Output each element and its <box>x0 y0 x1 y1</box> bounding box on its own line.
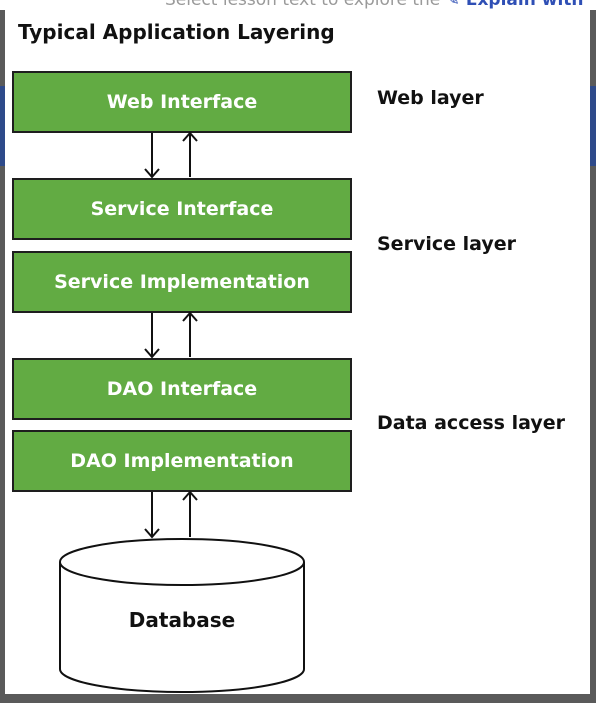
background-text: Select lesson text to explore the ✎ Expl… <box>165 0 584 10</box>
up-arrow-icon <box>182 131 198 177</box>
connector-arrows <box>144 131 198 539</box>
data-access-layer-label: Data access layer <box>377 412 565 434</box>
explain-link-label: Explain with <box>465 0 584 10</box>
service-interface-box: Service Interface <box>12 178 352 240</box>
service-layer-label: Service layer <box>377 233 516 255</box>
background-lesson-text: Select lesson text to explore the <box>165 0 441 10</box>
dao-implementation-box: DAO Implementation <box>12 430 352 492</box>
web-interface-box: Web Interface <box>12 71 352 133</box>
background-band-left <box>0 86 6 166</box>
up-arrow-icon <box>182 311 198 357</box>
database-label: Database <box>128 608 236 632</box>
web-layer-label: Web layer <box>377 87 484 109</box>
database-cylinder-icon <box>59 538 305 693</box>
background-page-strip: Select lesson text to explore the ✎ Expl… <box>0 0 596 10</box>
down-arrow-icon <box>144 313 160 359</box>
dao-interface-box: DAO Interface <box>12 358 352 420</box>
diagram-card: Typical Application Layering Web Interfa… <box>5 10 590 694</box>
down-arrow-icon <box>144 492 160 539</box>
diagram-title: Typical Application Layering <box>18 20 335 44</box>
background-band-right <box>590 86 596 166</box>
down-arrow-icon <box>144 133 160 179</box>
explain-link[interactable]: ✎ Explain with <box>446 0 584 10</box>
up-arrow-icon <box>182 490 198 537</box>
service-implementation-box: Service Implementation <box>12 251 352 313</box>
